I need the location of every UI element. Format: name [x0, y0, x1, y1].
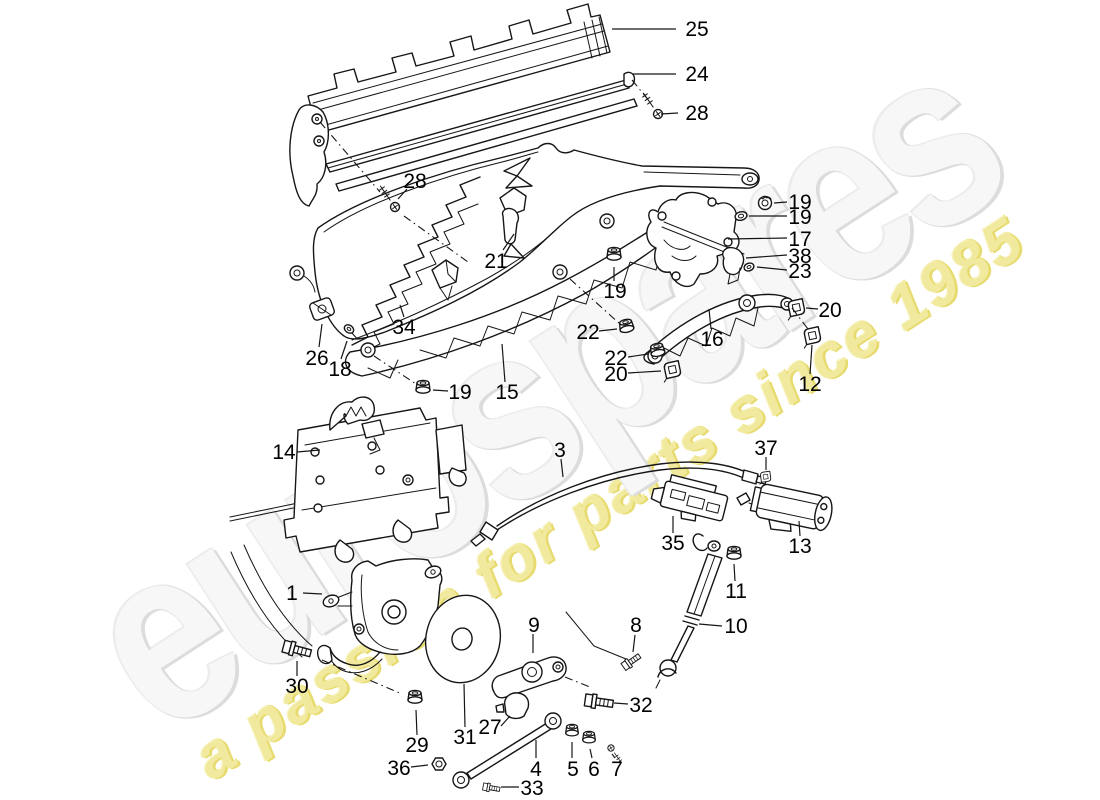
nut-19-right: [757, 195, 773, 211]
callout-23[interactable]: 23: [788, 260, 811, 283]
clip-12: [799, 326, 823, 349]
part-10-gas-strut: [655, 533, 723, 689]
callout-33[interactable]: 33: [520, 777, 543, 800]
callout-36[interactable]: 36: [387, 757, 410, 780]
callout-10[interactable]: 10: [724, 615, 747, 638]
callout-22-b[interactable]: 22: [604, 347, 627, 370]
part-25-slatted-panel: [307, 3, 611, 134]
nut-6: [582, 730, 596, 744]
callout-22-a[interactable]: 22: [576, 321, 599, 344]
callout-9[interactable]: 9: [528, 614, 540, 637]
construction-line-8: [565, 611, 627, 660]
callout-19-c[interactable]: 19: [788, 191, 811, 214]
part-31-disc: [424, 594, 502, 684]
nut-19-center: [606, 246, 622, 261]
callout-15[interactable]: 15: [495, 381, 518, 404]
callout-14[interactable]: 14: [272, 441, 296, 464]
callout-27[interactable]: 27: [478, 716, 501, 739]
callout-19-d[interactable]: 19: [788, 206, 811, 229]
callout-19-b[interactable]: 19: [603, 280, 626, 303]
callout-1[interactable]: 1: [286, 582, 298, 605]
callout-37[interactable]: 37: [754, 437, 777, 460]
part-9-lever: [491, 656, 567, 699]
part-27-bushing: [495, 692, 530, 720]
callout-29[interactable]: 29: [405, 734, 428, 757]
callout-24[interactable]: 24: [685, 63, 709, 86]
callout-20-a[interactable]: 20: [604, 363, 627, 386]
callout-6[interactable]: 6: [588, 758, 600, 781]
clamp-26: [309, 297, 335, 321]
callout-labels: 25 24 28 28 21 34 26 18 19 15 19 22 22 2…: [272, 18, 841, 800]
callout-3[interactable]: 3: [554, 439, 566, 462]
part-14-bracket: [229, 396, 467, 563]
callout-8[interactable]: 8: [630, 614, 642, 637]
callout-21[interactable]: 21: [484, 250, 507, 273]
screw-28-top: [638, 92, 667, 120]
part-34-top-cover: [289, 142, 760, 341]
callout-19-a[interactable]: 19: [448, 381, 471, 404]
nut-22-a: [617, 317, 636, 335]
callout-35[interactable]: 35: [661, 532, 684, 555]
bolt-8: [620, 651, 643, 672]
callout-28-a[interactable]: 28: [685, 102, 708, 125]
screw-33: [481, 781, 501, 794]
part-17-bracket: [646, 191, 745, 288]
callout-30[interactable]: 30: [285, 675, 308, 698]
part-3-cable: [470, 461, 768, 547]
part-23-grommet: [742, 261, 756, 273]
part-1-latch-plate: [316, 558, 443, 674]
callout-38[interactable]: 38: [788, 245, 811, 268]
leader-lines: [296, 28, 819, 788]
callout-18[interactable]: 18: [328, 358, 351, 381]
callout-34[interactable]: 34: [392, 316, 416, 339]
callout-16[interactable]: 16: [700, 328, 723, 351]
construction-lines: [319, 79, 809, 695]
part-13-motor: [736, 483, 833, 533]
body-corner-lines: [230, 544, 313, 658]
callout-12[interactable]: 12: [798, 373, 821, 396]
upper-left-bracket: [289, 104, 330, 207]
nut-11: [726, 545, 742, 560]
nut-29: [407, 689, 423, 704]
callout-20-b[interactable]: 20: [818, 299, 841, 322]
bolt-32: [583, 692, 615, 712]
nut-5: [565, 723, 579, 737]
callout-17[interactable]: 17: [788, 228, 811, 251]
callout-31[interactable]: 31: [453, 726, 476, 749]
callout-13[interactable]: 13: [788, 535, 811, 558]
part-38-buffer: [722, 246, 745, 285]
clip-20-a: [659, 360, 683, 383]
part-35-switch: [650, 474, 729, 522]
nut-19-left: [415, 379, 431, 394]
callout-25[interactable]: 25: [685, 18, 708, 41]
callout-32[interactable]: 32: [629, 694, 652, 717]
callout-4[interactable]: 4: [530, 758, 542, 781]
part-4-rod: [452, 712, 562, 789]
callout-11[interactable]: 11: [725, 580, 747, 603]
scissor-linkage: [351, 157, 533, 353]
callout-7[interactable]: 7: [611, 758, 623, 781]
nut-36: [431, 757, 447, 771]
callout-28-b[interactable]: 28: [403, 170, 426, 193]
callout-5[interactable]: 5: [567, 758, 579, 781]
callout-26[interactable]: 26: [305, 347, 328, 370]
